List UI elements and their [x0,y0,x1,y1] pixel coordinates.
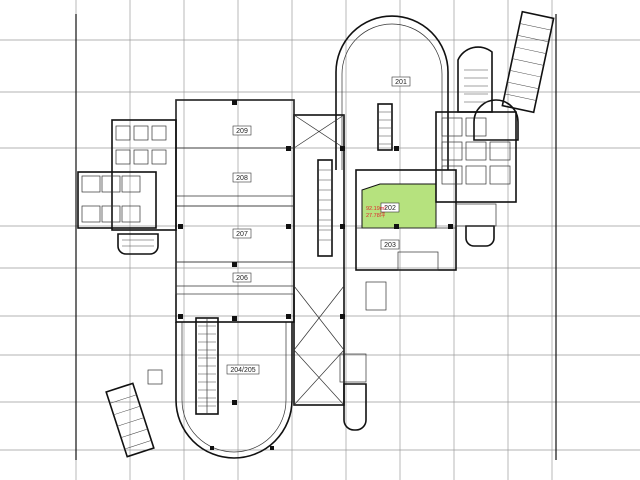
svg-text:201: 201 [395,79,407,86]
room-label-201: 201 [391,76,411,87]
room-label-207: 207 [232,228,252,239]
svg-text:208: 208 [236,175,248,182]
room-label-202: 202 [380,202,400,213]
area-note-m2: 92.19m² [366,206,386,212]
svg-text:202: 202 [384,205,396,212]
area-note-tsubo: 27.78坪 [366,211,386,219]
room-label-203: 203 [380,239,400,250]
room-label-204-205: 204/205 [226,364,260,375]
room-label-209: 209 [232,125,252,136]
svg-text:206: 206 [236,275,248,282]
room-label-206: 206 [232,272,252,283]
svg-text:207: 207 [236,231,248,238]
room-label-208: 208 [232,172,252,183]
svg-text:204/205: 204/205 [230,367,255,374]
svg-text:203: 203 [384,242,396,249]
svg-text:209: 209 [236,128,248,135]
columns [178,100,453,450]
